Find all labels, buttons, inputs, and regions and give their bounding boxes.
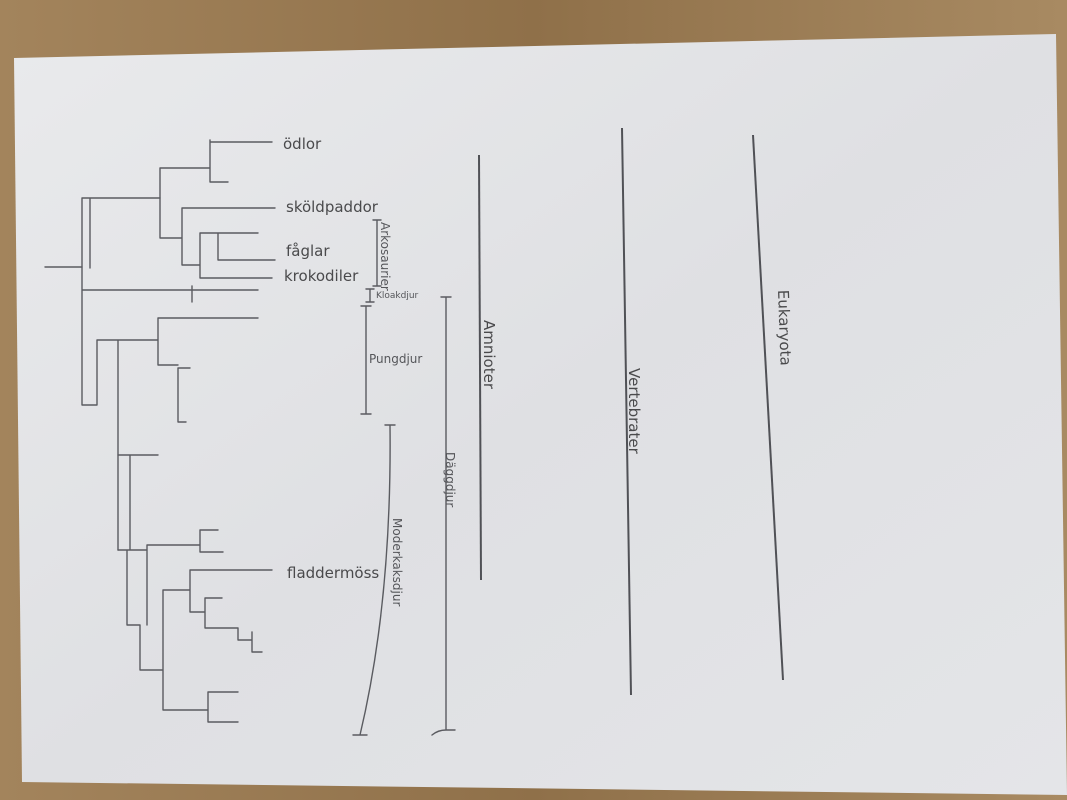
line-vertebrates (621, 127, 632, 696)
bracket-archosaurs (372, 219, 382, 287)
mammal-clade (81, 266, 259, 551)
major-groups: Amnioter Vertebrater Eukaryota (478, 127, 795, 696)
clade-brackets: Arkosaurier Kloakdjur Pungdjur Moderkaks… (352, 219, 457, 736)
taxon-labels: ödlor sköldpaddor fåglar krokodiler flad… (283, 135, 379, 582)
label-mammals: Däggdjur (443, 452, 457, 507)
label-vertebrates: Vertebrater (625, 368, 643, 455)
label-marsupials: Pungdjur (369, 352, 422, 366)
label-placentals: Moderkaksdjur (390, 518, 404, 606)
label-lizards: ödlor (283, 135, 322, 153)
line-amniotes (478, 154, 482, 581)
label-bats: fladdermöss (287, 564, 379, 582)
root-branch (44, 197, 161, 269)
label-archosaurs: Arkosaurier (378, 222, 392, 291)
label-amniotes: Amnioter (480, 320, 498, 390)
label-monotremes: Kloakdjur (376, 291, 419, 301)
bracket-placentals (352, 424, 396, 736)
line-eukaryotes (752, 134, 784, 681)
reptile-clade (159, 139, 276, 279)
label-turtles: sköldpaddor (286, 198, 379, 216)
bracket-mammals (431, 296, 456, 736)
label-eukaryotes: Eukaryota (774, 290, 795, 366)
label-birds: fåglar (286, 242, 330, 260)
bracket-monotremes (365, 288, 375, 303)
phylogenetic-tree (44, 139, 276, 723)
paper-sheet (14, 34, 1067, 795)
placental-clade (117, 454, 273, 723)
label-crocodiles: krokodiler (284, 267, 359, 285)
bracket-marsupials (360, 305, 372, 415)
